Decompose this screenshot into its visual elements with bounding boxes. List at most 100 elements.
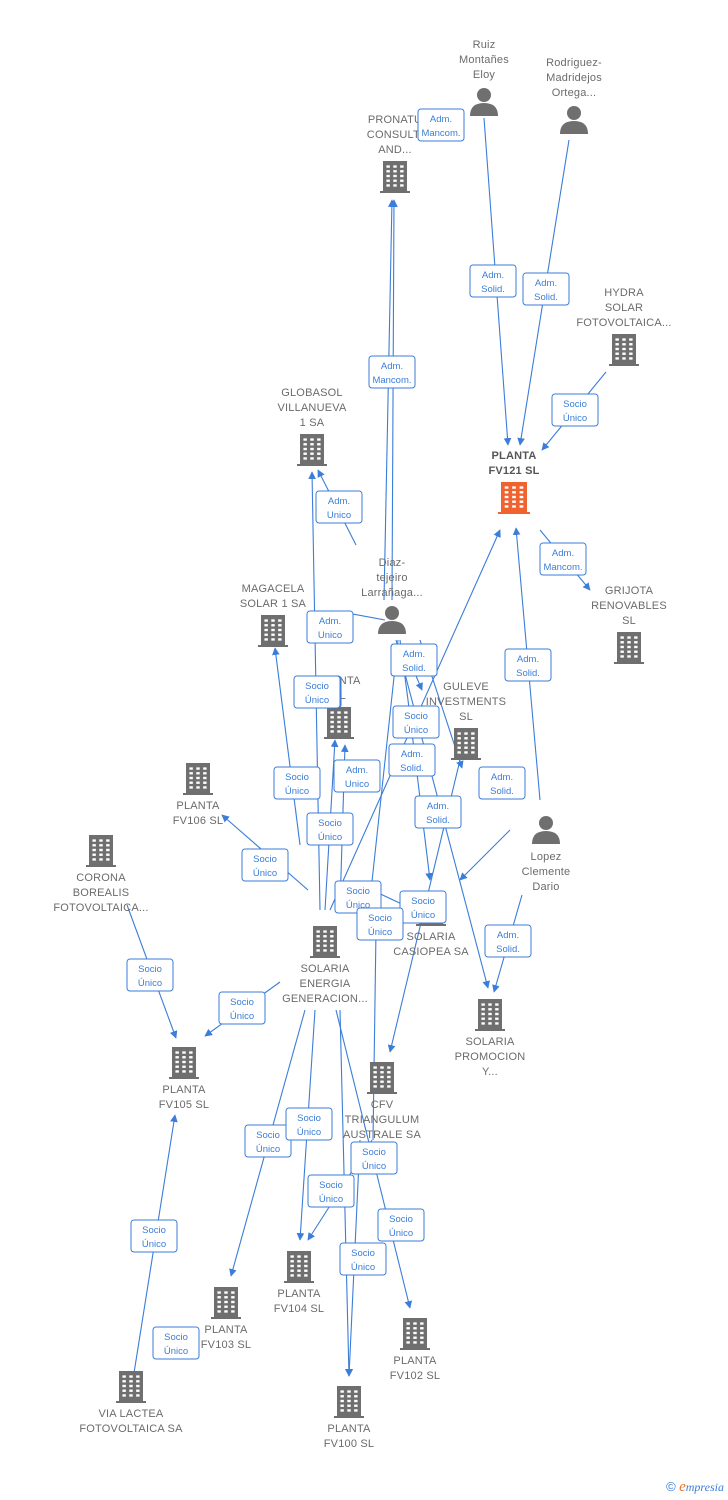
node-promocion[interactable]: SOLARIAPROMOCIONY... bbox=[455, 999, 526, 1078]
person-icon bbox=[560, 106, 588, 134]
edge-label[interactable]: Adm.Mancom. bbox=[539, 542, 587, 576]
node-label-line: SOLARIA bbox=[465, 1036, 515, 1048]
node-hydra[interactable]: HYDRASOLARFOTOVOLTAICA... bbox=[576, 287, 671, 366]
building-icon bbox=[400, 1318, 430, 1350]
node-solaria-energia[interactable]: SOLARIAENERGIAGENERACION... bbox=[282, 926, 368, 1005]
node-label-line: Rodriguez- bbox=[546, 57, 602, 69]
node-diaz[interactable]: Diaz-tejeiroLarrañaga... bbox=[361, 557, 423, 634]
edge-label-text: Adm. bbox=[319, 616, 341, 627]
edge-label[interactable]: Adm.Solid. bbox=[484, 924, 532, 958]
edge-label-text: Socio bbox=[230, 997, 254, 1008]
node-label-line: FOTOVOLTAICA SA bbox=[79, 1423, 183, 1435]
edge-label-text: Socio bbox=[285, 772, 309, 783]
building-icon bbox=[310, 926, 340, 958]
edge-label-box bbox=[399, 890, 447, 924]
relation-edge bbox=[272, 647, 301, 846]
node-corona[interactable]: CORONABOREALISFOTOVOLTAICA... bbox=[53, 835, 148, 914]
edges-layer bbox=[126, 117, 607, 1377]
edge-label-text: Socio bbox=[368, 913, 392, 924]
edge-label-text: Único bbox=[142, 1239, 166, 1250]
node-rodriguez[interactable]: Rodriguez-MadridejosOrtega... bbox=[546, 57, 602, 134]
edge-label-text: Adm. bbox=[427, 801, 449, 812]
node-label-line: ENERGIA bbox=[300, 978, 351, 990]
node-label-line: HYDRA bbox=[604, 287, 644, 299]
edge-label-text: Único bbox=[138, 978, 162, 989]
edge-label[interactable]: Adm.Solid. bbox=[469, 264, 517, 298]
edge-label[interactable]: Adm.Solid. bbox=[504, 648, 552, 682]
edge-label[interactable]: Adm. Solid. bbox=[414, 795, 462, 829]
node-label-line: SOLAR 1 SA bbox=[240, 598, 307, 610]
node-label-line: Madridejos bbox=[546, 72, 602, 84]
node-label-line: PLANTA bbox=[176, 800, 220, 812]
edge-label-text: Solid. bbox=[426, 815, 450, 826]
edge-labels-layer: Adm.Mancom.Adm.Solid.Adm.Solid.SocioÚnic… bbox=[126, 108, 599, 1360]
node-label-line: PLANTA bbox=[162, 1084, 206, 1096]
edge-label[interactable]: Adm.Solid. bbox=[390, 643, 438, 677]
brand-footer[interactable]: © empresia bbox=[666, 1479, 724, 1496]
node-pronatur[interactable]: PRONATUCONSULTIAND... bbox=[367, 114, 423, 193]
building-icon bbox=[169, 1047, 199, 1079]
node-label-line: SL bbox=[459, 711, 473, 723]
building-icon bbox=[609, 334, 639, 366]
node-label-line: CFV bbox=[371, 1099, 394, 1111]
edge-label[interactable]: Adm.Solid. bbox=[388, 743, 436, 777]
edge-label-box bbox=[350, 1141, 398, 1175]
building-icon bbox=[116, 1371, 146, 1403]
node-label-line: FV104 SL bbox=[274, 1303, 325, 1315]
node-label-line: PLANTA bbox=[277, 1288, 321, 1300]
edge-label[interactable]: Adm.Unico bbox=[333, 759, 381, 793]
edge-label[interactable]: Adm.Mancom. bbox=[417, 108, 465, 142]
edge-label[interactable]: Adm.Unico bbox=[315, 490, 363, 524]
edge-label-text: Socio bbox=[318, 818, 342, 829]
edge-label-box bbox=[417, 108, 465, 142]
node-label-line: Ruiz bbox=[473, 39, 496, 51]
edge-label-text: Socio bbox=[411, 896, 435, 907]
edge-label-text: Solid. bbox=[516, 668, 540, 679]
edge-label-text: Único bbox=[297, 1127, 321, 1138]
node-fv104[interactable]: PLANTA FV104 SL bbox=[274, 1251, 325, 1315]
edge-label-box bbox=[539, 542, 587, 576]
edge-label-text: Único bbox=[164, 1346, 188, 1357]
node-label-line: FV106 SL bbox=[173, 815, 224, 827]
node-label-line: PLANTA bbox=[492, 450, 537, 462]
edge-label[interactable]: Adm.Solid. bbox=[478, 766, 526, 800]
edge-label[interactable]: Adm.Mancom. bbox=[368, 355, 416, 389]
edge-label-text: Socio bbox=[346, 886, 370, 897]
node-fv106[interactable]: PLANTA FV106 SL bbox=[173, 763, 224, 827]
edge-label[interactable]: Adm.Solid. bbox=[522, 272, 570, 306]
edge-label-box bbox=[241, 848, 289, 882]
edge-label-text: Mancom. bbox=[372, 375, 411, 386]
edge-label[interactable]: Adm.Unico bbox=[306, 610, 354, 644]
